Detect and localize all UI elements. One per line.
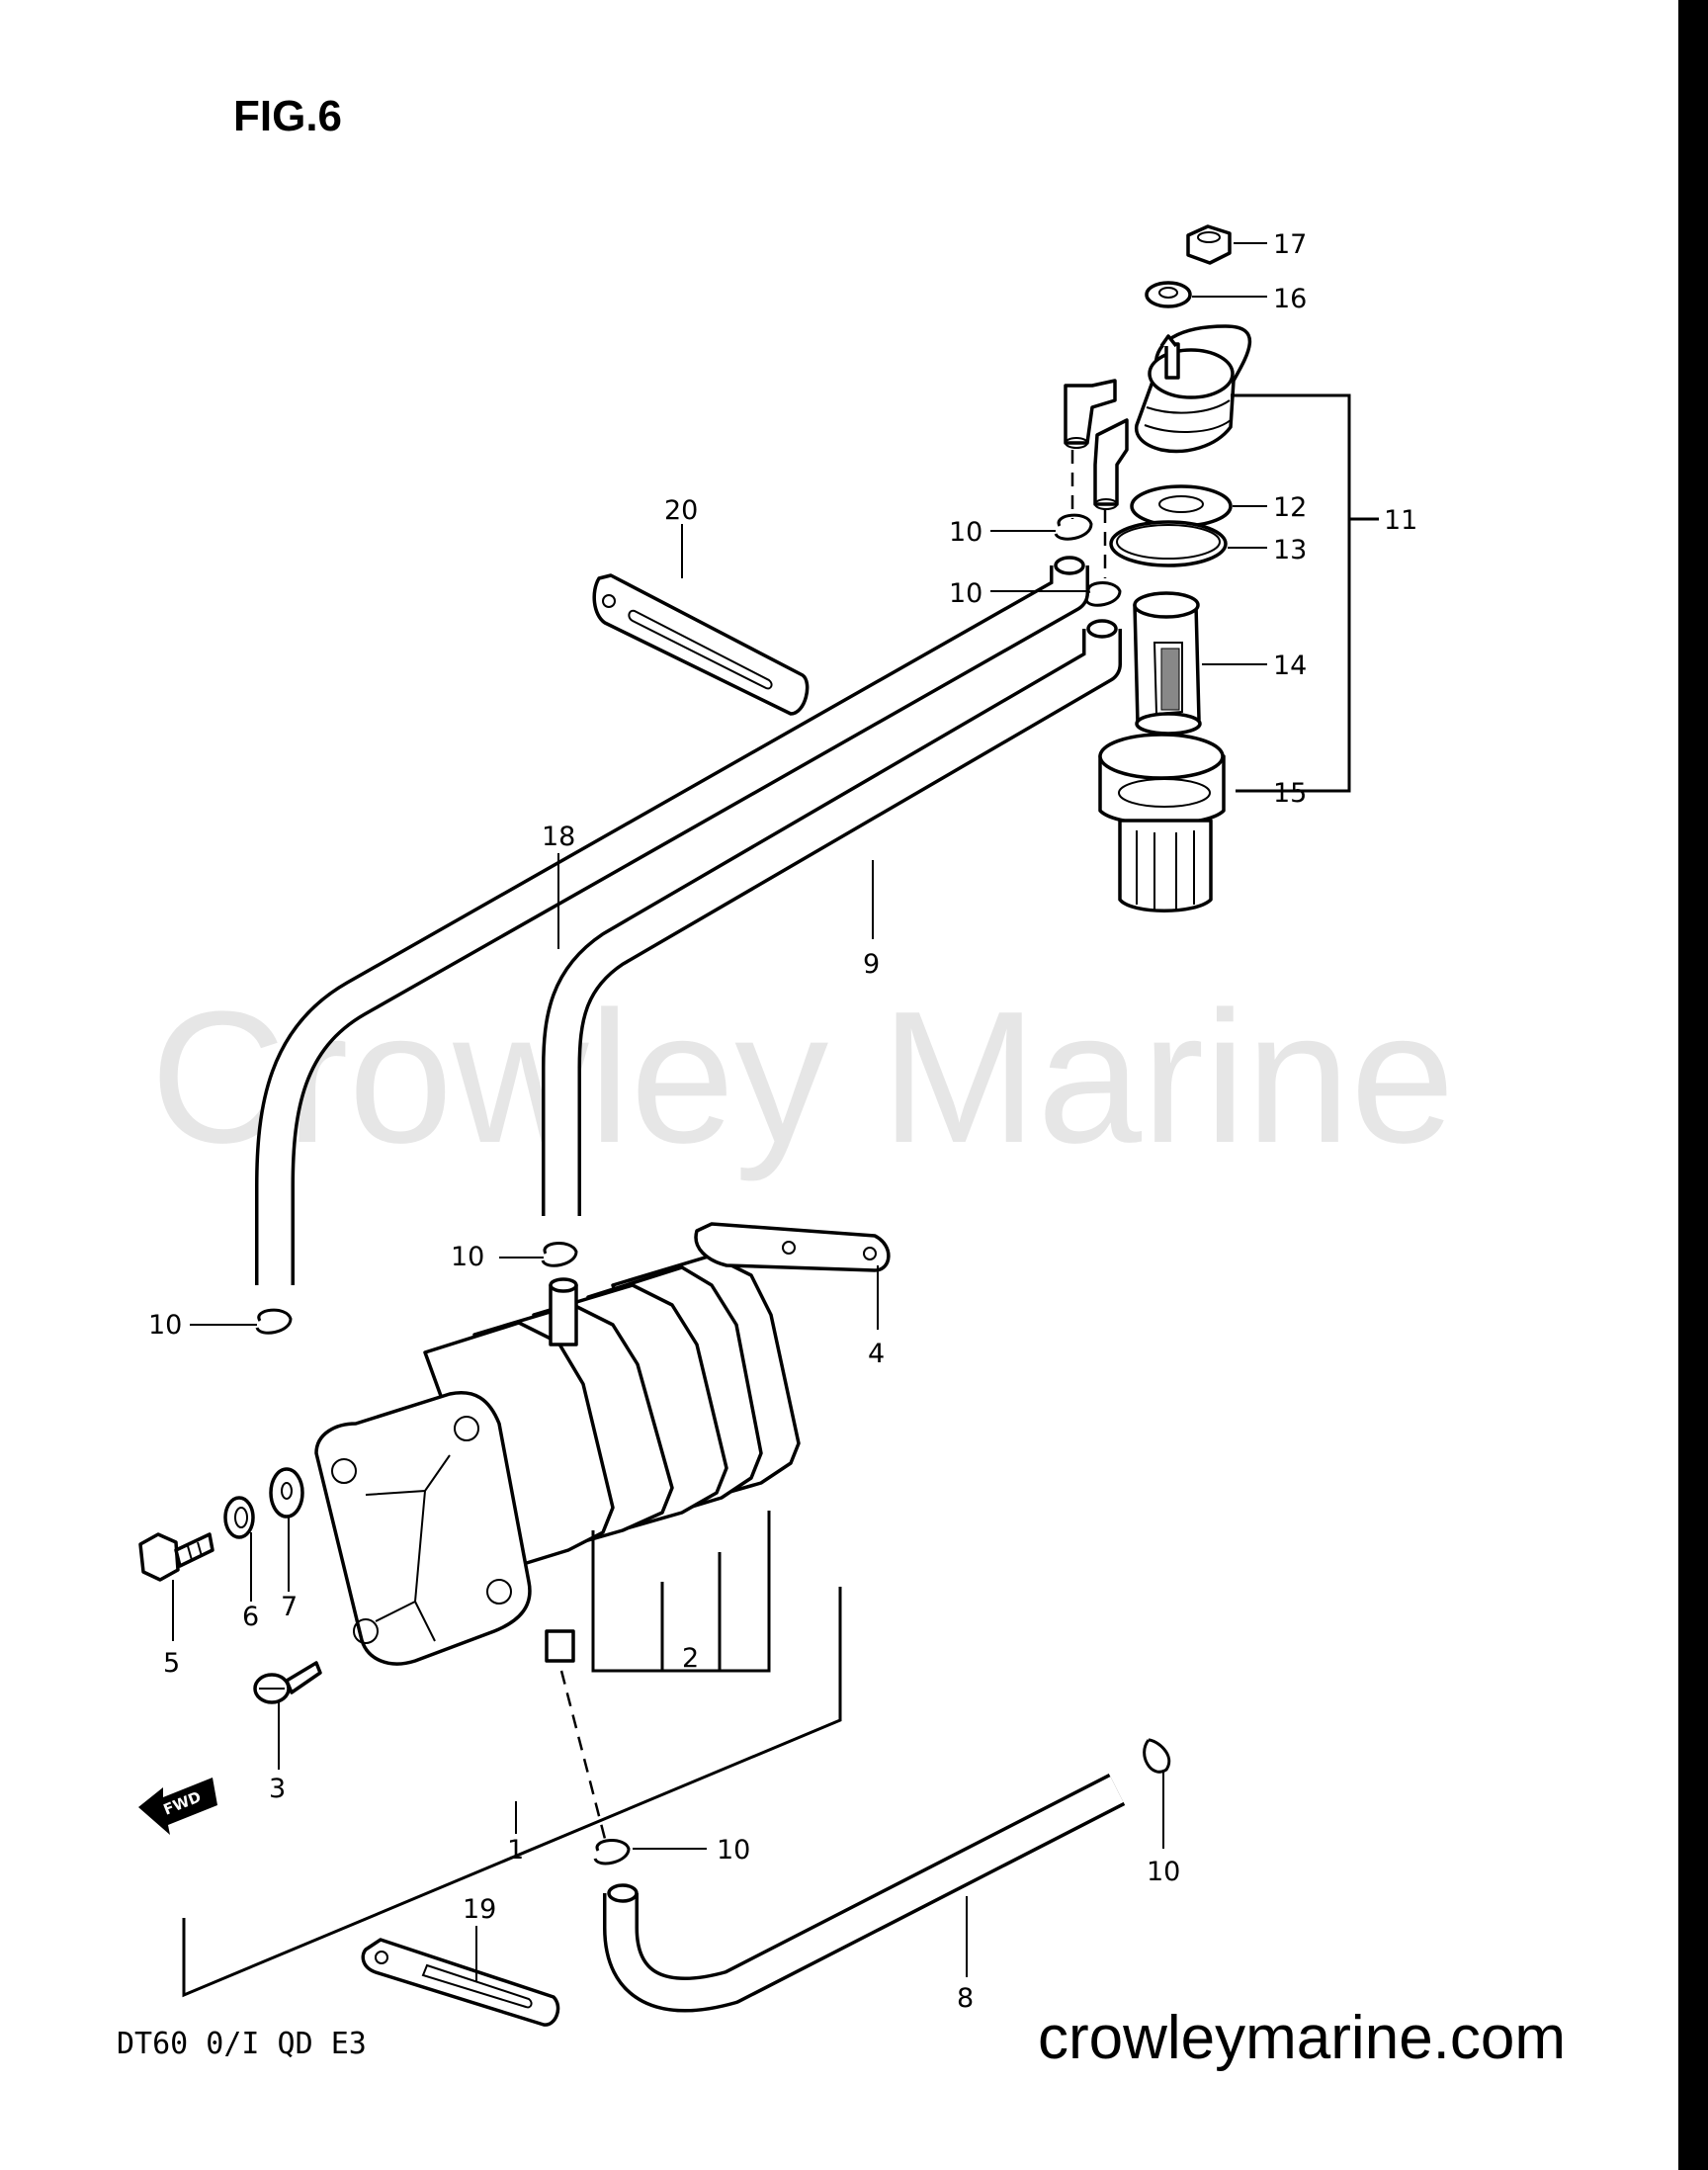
- callout-12: 12: [1273, 492, 1307, 523]
- part-10-clip[interactable]: [593, 1839, 631, 1866]
- part-19-strap[interactable]: [361, 1938, 560, 2027]
- callout-5: 5: [163, 1648, 180, 1679]
- callout-10: 10: [148, 1310, 182, 1341]
- callout-labels: 17 16 12 13 11 14 15 10 10 20 18 9 10 10…: [148, 229, 1417, 2014]
- callout-9: 9: [863, 949, 880, 980]
- callout-4: 4: [868, 1339, 885, 1369]
- callout-20: 20: [664, 495, 698, 526]
- callout-10: 10: [717, 1835, 750, 1866]
- part-10-clip[interactable]: [1084, 581, 1122, 607]
- callout-3: 3: [269, 1774, 286, 1804]
- part-10-clip[interactable]: [1143, 1738, 1171, 1774]
- leader-lines: [172, 242, 1267, 1982]
- part-15-filter-cup[interactable]: [1098, 733, 1226, 912]
- callout-11: 11: [1384, 505, 1417, 536]
- fwd-arrow-icon: FWD: [138, 1778, 217, 1835]
- callout-14: 14: [1273, 651, 1307, 681]
- callout-13: 13: [1273, 535, 1307, 565]
- part-9-hose[interactable]: [542, 619, 1122, 1216]
- figure-title: FIG.6: [233, 92, 342, 140]
- callout-6: 6: [242, 1602, 259, 1632]
- callout-15: 15: [1273, 778, 1307, 809]
- callout-7: 7: [281, 1592, 298, 1622]
- part-1-fuel-pump[interactable]: [314, 1222, 891, 1666]
- callout-19: 19: [463, 1894, 496, 1925]
- part-3-screw[interactable]: [253, 1661, 322, 1704]
- part-16-washer[interactable]: [1145, 281, 1192, 308]
- part-18-hose[interactable]: [255, 556, 1089, 1285]
- callout-2: 2: [682, 1643, 699, 1674]
- callout-1: 1: [507, 1835, 524, 1866]
- assembly-bracket-2: [591, 1511, 771, 1673]
- assembly-bracket-1: [182, 1587, 842, 1998]
- page-edge-bar: [1678, 0, 1708, 2170]
- website-label[interactable]: crowleymarine.com: [1038, 2004, 1566, 2072]
- part-6-lock-washer[interactable]: [223, 1496, 255, 1539]
- part-14-filter-element[interactable]: [1133, 591, 1202, 736]
- part-17-nut[interactable]: [1186, 224, 1232, 265]
- callout-10: 10: [949, 517, 982, 548]
- part-13-o-ring[interactable]: [1109, 520, 1228, 567]
- part-10-clip[interactable]: [541, 1242, 578, 1267]
- part-20-strap[interactable]: [592, 573, 810, 716]
- callout-10: 10: [451, 1242, 484, 1272]
- part-8-hose[interactable]: [603, 1773, 1126, 2013]
- callout-10: 10: [1147, 1857, 1180, 1887]
- part-5-bolt[interactable]: [138, 1532, 214, 1582]
- part-12-seal[interactable]: [1130, 484, 1233, 528]
- callout-17: 17: [1273, 229, 1307, 260]
- part-10-clip[interactable]: [255, 1308, 293, 1335]
- part-11-filter-cap[interactable]: [1064, 324, 1252, 510]
- assembly-bracket-11: [1231, 393, 1351, 793]
- part-10-clip[interactable]: [1054, 513, 1093, 541]
- model-code: DT60 0/I QD E3: [117, 2027, 367, 2061]
- part-7-washer[interactable]: [269, 1467, 304, 1519]
- callout-10: 10: [949, 578, 982, 609]
- callout-18: 18: [542, 822, 575, 852]
- callout-16: 16: [1273, 284, 1307, 314]
- callout-8: 8: [957, 1983, 974, 2014]
